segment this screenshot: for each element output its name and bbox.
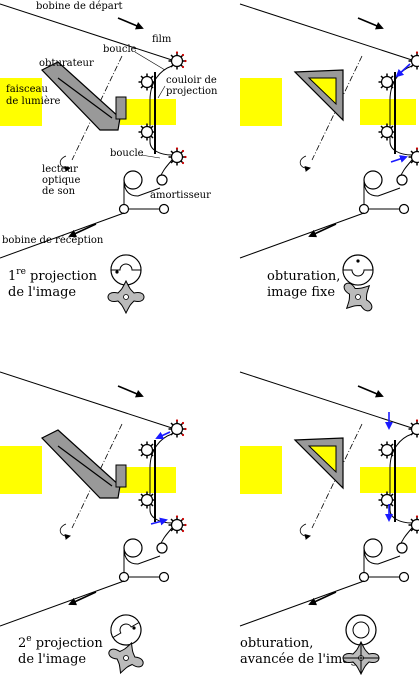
leader-boucle-bottom — [140, 154, 161, 159]
caption-3-line1: 2e projection — [18, 634, 103, 651]
panel-second-projection: 2e projection de l'image — [0, 372, 187, 679]
label-couloir-2: projection — [166, 86, 218, 97]
label-lecteur-3: de son — [42, 186, 76, 197]
label-bobine-reception: bobine de réception — [2, 235, 104, 246]
label-bobine-depart: bobine de départ — [36, 1, 123, 12]
projector-mechanism — [240, 4, 419, 258]
projector-mechanism — [0, 372, 187, 626]
label-boucle-bottom: boucle — [110, 148, 144, 159]
maltese-drum-2 — [342, 254, 374, 286]
panel-shutter-advance: obturation, avancée de l'image — [240, 372, 419, 675]
maltese-drum-3 — [104, 608, 148, 652]
film-motion-arrow-top — [395, 63, 411, 78]
caption-4-line2: avancée de l'image — [240, 652, 366, 667]
maltese-drum-1 — [110, 254, 142, 286]
shutter-closed-shape — [294, 69, 344, 121]
shutter-closed-shape — [294, 437, 344, 489]
film-motion-arrow-bottom — [390, 155, 408, 163]
caption-2-line1: obturation, — [267, 269, 340, 284]
maltese-drum-4 — [345, 614, 377, 646]
label-lecteur-2: optique — [42, 175, 80, 186]
leader-couloir — [157, 85, 166, 99]
label-film: film — [152, 34, 172, 45]
caption-1-line1: 1re projection — [8, 267, 98, 284]
caption-3-line2: de l'image — [18, 652, 86, 667]
caption-4-line1: obturation, — [240, 636, 313, 651]
panel-first-projection: bobine de départ film boucle obturateur … — [0, 1, 218, 314]
maltese-cross-1 — [107, 280, 145, 314]
caption-2-line2: image fixe — [267, 285, 335, 300]
panel-shutter-still: obturation, image fixe — [240, 4, 419, 322]
label-lecteur-1: lecteur — [42, 164, 78, 175]
label-couloir-1: couloir de — [166, 75, 217, 86]
label-boucle-top: boucle — [103, 44, 137, 55]
label-obturateur: obturateur — [39, 58, 94, 69]
leader-boucle-top — [134, 51, 166, 71]
projector-mechanism — [240, 372, 419, 626]
shutter-open-shape — [41, 429, 127, 499]
film-motion-arrow-bottom — [150, 517, 168, 526]
film-motion-arrow-top — [155, 431, 171, 440]
label-faisceau-1: faisceau — [6, 84, 48, 95]
maltese-cross-4 — [342, 641, 380, 675]
label-amortisseur: amortisseur — [150, 190, 211, 201]
caption-1-line2: de l'image — [8, 285, 76, 300]
label-faisceau-2: de lumière — [6, 96, 61, 107]
